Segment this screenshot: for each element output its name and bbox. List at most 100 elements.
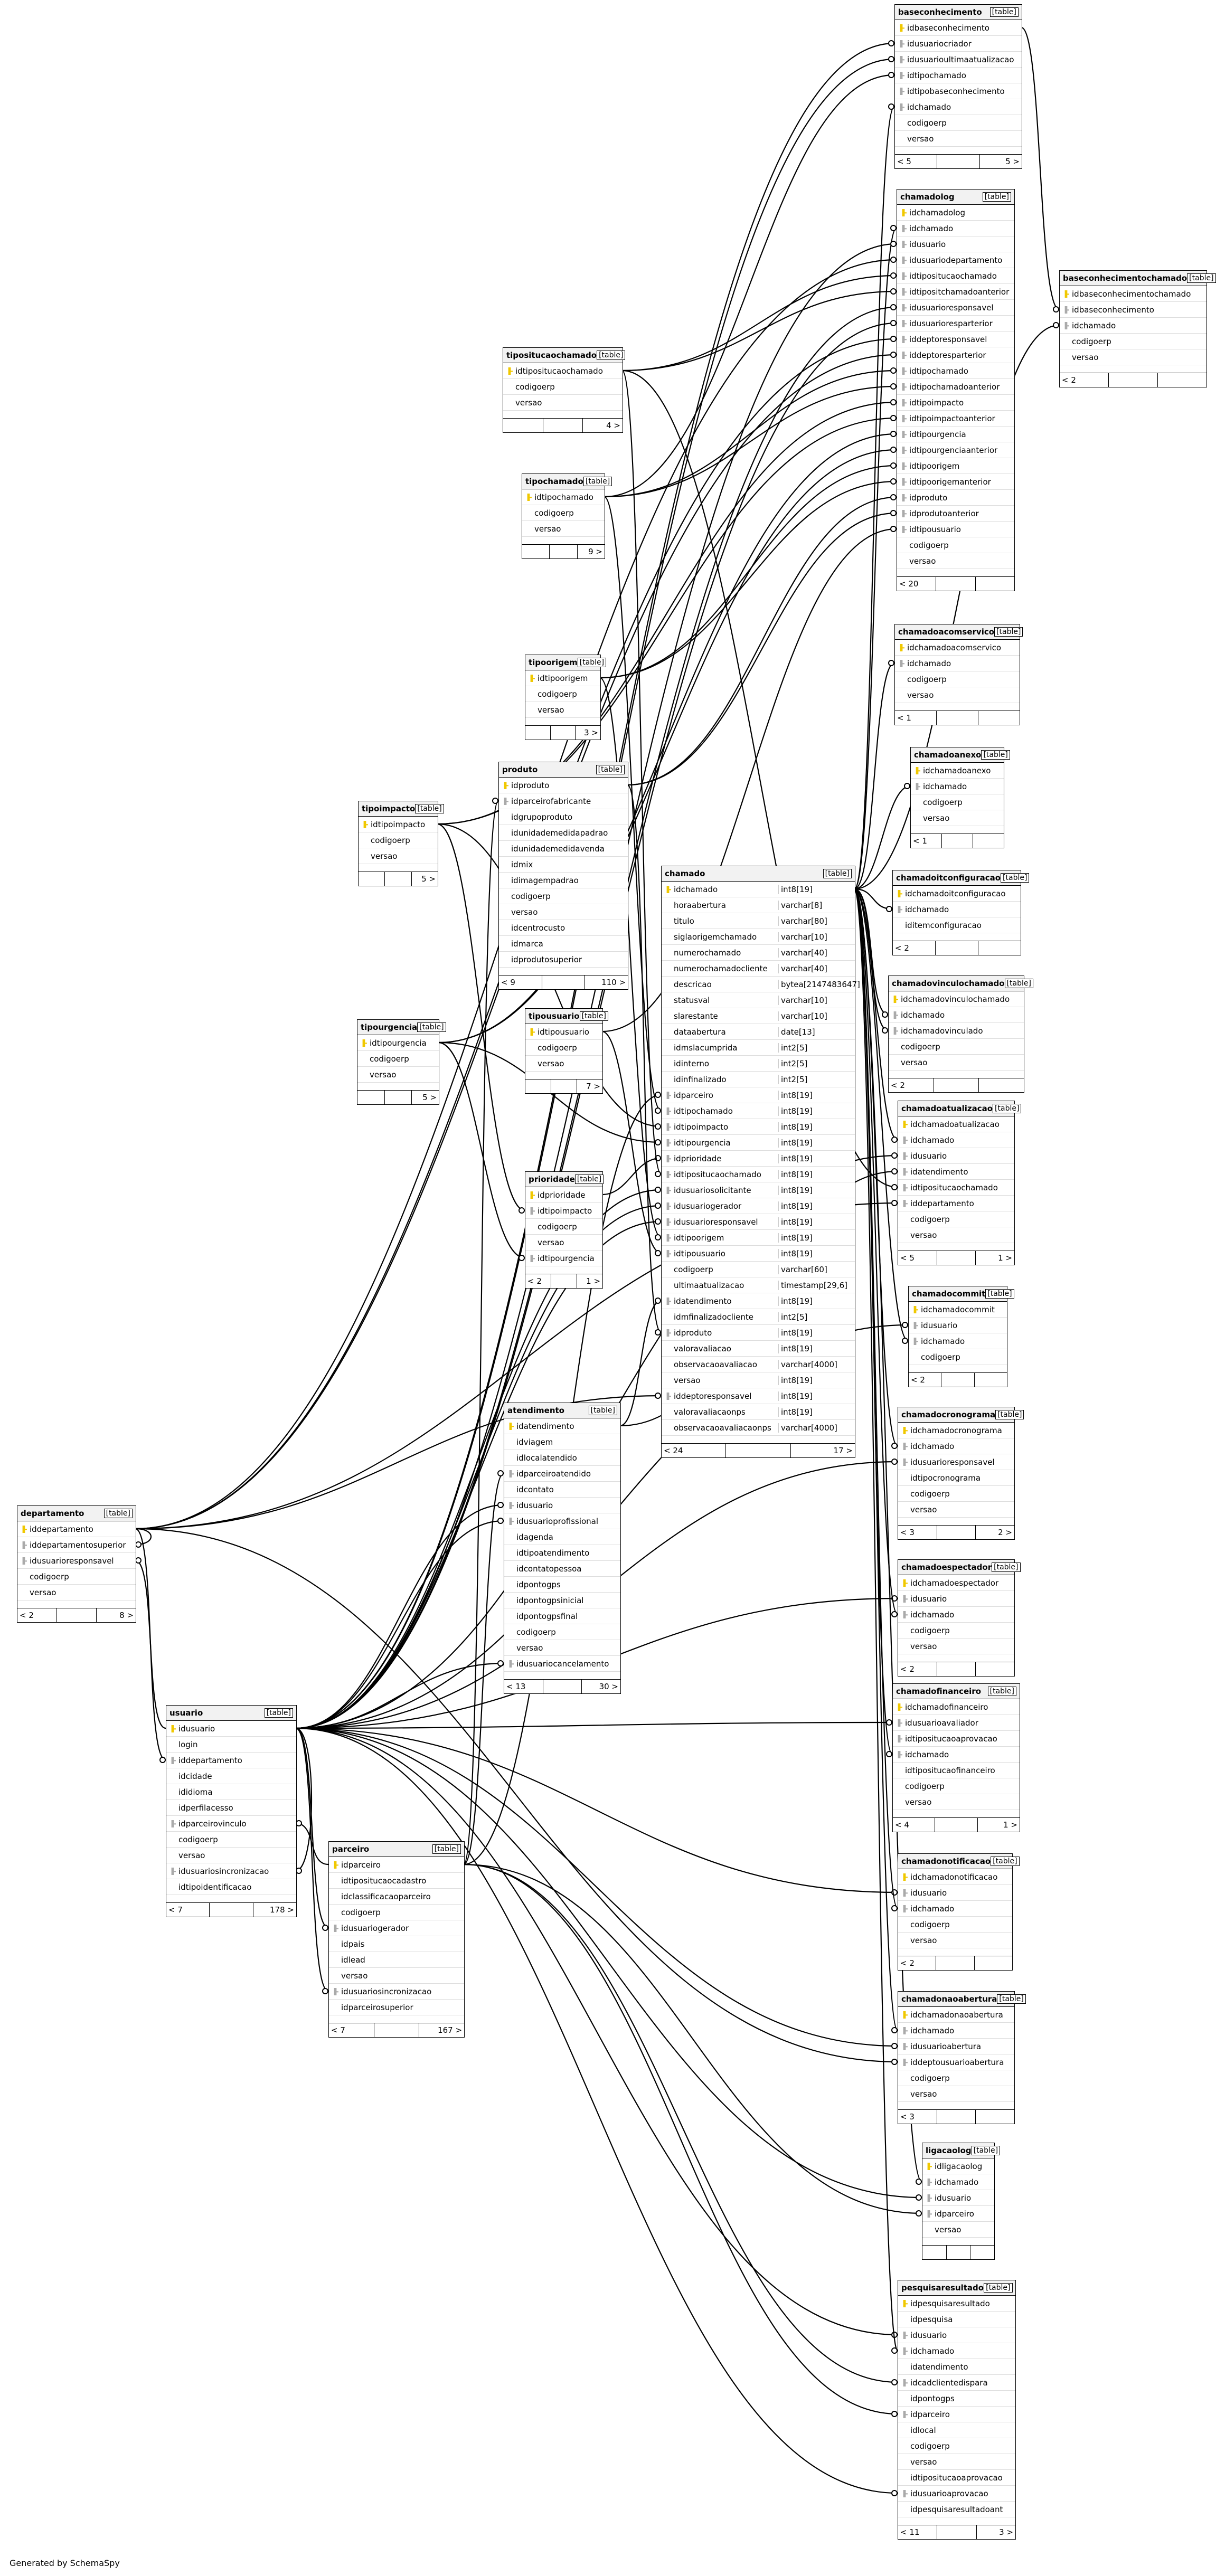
column-row[interactable]: idparceirofabricante bbox=[499, 793, 628, 809]
column-row[interactable]: codigoerp bbox=[898, 1917, 1012, 1933]
column-row[interactable]: idpesquisaresultadoant bbox=[898, 2502, 1015, 2517]
column-row[interactable]: idlocal bbox=[898, 2422, 1015, 2438]
table-tipositucaochamado[interactable]: tipositucaochamado[table]idtipositucaoch… bbox=[503, 347, 626, 433]
column-row[interactable]: idusuario bbox=[166, 1721, 296, 1737]
column-row[interactable]: idparceiroatendido bbox=[504, 1466, 620, 1482]
table-baseconhecimentochamado[interactable]: baseconhecimentochamado[table]idbaseconh… bbox=[1059, 270, 1216, 387]
table-chamadocronograma[interactable]: chamadocronograma[table]idchamadocronogr… bbox=[898, 1407, 1024, 1540]
column-row[interactable]: codigoerp bbox=[166, 1832, 296, 1848]
column-row[interactable]: idtipositucaofinanceiro bbox=[893, 1763, 1020, 1778]
column-row[interactable]: idusuario bbox=[922, 2190, 994, 2206]
column-row[interactable]: idchamadovinculochamado bbox=[889, 991, 1024, 1007]
column-row[interactable]: idchamado bbox=[922, 2174, 994, 2190]
column-row[interactable]: idusuariocriador bbox=[895, 36, 1022, 52]
column-row[interactable]: idchamado bbox=[898, 1607, 1014, 1623]
column-row[interactable]: idchamado bbox=[1060, 318, 1206, 334]
column-row[interactable]: idchamado bbox=[895, 99, 1022, 115]
column-row[interactable]: idchamadoanexo bbox=[911, 763, 1004, 779]
column-row[interactable]: idusuarioultimaatualizacao bbox=[895, 52, 1022, 68]
column-row[interactable]: idunidademedidavenda bbox=[499, 841, 628, 857]
column-row[interactable]: idprodutosuperior bbox=[499, 952, 628, 968]
column-row[interactable]: idatendimento bbox=[898, 1164, 1014, 1180]
column-row[interactable]: idlead bbox=[329, 1952, 464, 1968]
column-row[interactable]: versao bbox=[895, 687, 1020, 703]
column-row[interactable]: idtipoimpacto bbox=[359, 817, 438, 832]
column-row[interactable]: versao bbox=[522, 521, 605, 537]
column-row[interactable]: idchamado bbox=[898, 1901, 1012, 1917]
column-row[interactable]: idtipoimpacto bbox=[525, 1203, 602, 1219]
column-row[interactable]: idpesquisa bbox=[898, 2312, 1015, 2327]
column-row[interactable]: idcentrocusto bbox=[499, 920, 628, 936]
column-row[interactable]: versao bbox=[898, 1639, 1014, 1654]
column-row[interactable]: idtipocronograma bbox=[898, 1470, 1014, 1486]
column-row[interactable]: idchamadovinculado bbox=[889, 1023, 1024, 1039]
column-row[interactable]: versao bbox=[1060, 349, 1206, 365]
column-row[interactable]: idchamadonaoabertura bbox=[898, 2007, 1014, 2023]
column-row[interactable]: codigoerp bbox=[897, 537, 1014, 553]
column-row[interactable]: codigoerp bbox=[1060, 334, 1206, 349]
column-row[interactable]: codigoerp bbox=[499, 888, 628, 904]
column-row[interactable]: login bbox=[166, 1737, 296, 1753]
column-row[interactable]: versao bbox=[898, 1502, 1014, 1518]
column-row[interactable]: idcidade bbox=[166, 1768, 296, 1784]
column-row[interactable]: versao bbox=[898, 2086, 1014, 2102]
column-row[interactable]: iddeptoresponsavel bbox=[897, 332, 1014, 347]
column-row[interactable]: idtipochamadoanterior bbox=[897, 379, 1014, 395]
column-row[interactable]: idbaseconhecimento bbox=[895, 20, 1022, 36]
column-row[interactable]: idchamado bbox=[889, 1007, 1024, 1023]
table-chamadonaoabertura[interactable]: chamadonaoabertura[table]idchamadonaoabe… bbox=[898, 1991, 1026, 2124]
column-row[interactable]: idpontogpsfinal bbox=[504, 1608, 620, 1624]
column-row[interactable]: idtipochamado bbox=[522, 489, 605, 505]
column-row[interactable]: idusuario bbox=[898, 2327, 1015, 2343]
column-row[interactable]: versao bbox=[893, 1794, 1020, 1810]
column-row[interactable]: versao bbox=[895, 131, 1022, 147]
column-row[interactable]: idusuario bbox=[504, 1498, 620, 1513]
column-row[interactable]: codigoerp bbox=[357, 1051, 439, 1067]
column-row[interactable]: codigoerp bbox=[329, 1905, 464, 1920]
column-row[interactable]: idchamado bbox=[911, 779, 1004, 794]
column-row[interactable]: idgrupoproduto bbox=[499, 809, 628, 825]
column-row[interactable]: idprioridade bbox=[525, 1187, 602, 1203]
column-row[interactable]: codigoerp bbox=[911, 794, 1004, 810]
table-chamadoacomservico[interactable]: chamadoacomservico[table]idchamadoacomse… bbox=[894, 624, 1023, 725]
column-row[interactable]: idtipositucaoaprovacao bbox=[893, 1731, 1020, 1747]
column-row[interactable]: idusuarioabertura bbox=[898, 2039, 1014, 2054]
column-row[interactable]: idchamado bbox=[898, 1132, 1014, 1148]
table-pesquisaresultado[interactable]: pesquisaresultado[table]idpesquisaresult… bbox=[898, 2280, 1016, 2540]
column-row[interactable]: idtipoorigem bbox=[897, 458, 1014, 474]
table-chamadonotificacao[interactable]: chamadonotificacao[table]idchamadonotifi… bbox=[898, 1853, 1020, 1971]
column-row[interactable]: codigoerp bbox=[893, 1778, 1020, 1794]
column-row[interactable]: codigoerp bbox=[525, 1040, 602, 1056]
column-row[interactable]: codigoerp bbox=[889, 1039, 1024, 1055]
column-row[interactable]: codigoerp bbox=[898, 1211, 1014, 1227]
column-row[interactable]: versao bbox=[503, 395, 623, 411]
column-row[interactable]: idtipositucaochamado bbox=[898, 1180, 1014, 1196]
column-row[interactable]: idchamado bbox=[897, 221, 1014, 236]
column-row[interactable]: idligacaolog bbox=[922, 2158, 994, 2174]
column-row[interactable]: versao bbox=[898, 1227, 1014, 1243]
table-chamadoitconfiguracao[interactable]: chamadoitconfiguracao[table]idchamadoitc… bbox=[892, 870, 1030, 955]
column-row[interactable]: idusuarioaprovacao bbox=[898, 2486, 1015, 2502]
column-row[interactable]: idpontogpsinicial bbox=[504, 1593, 620, 1608]
column-row[interactable]: idchamadoitconfiguracao bbox=[893, 886, 1021, 902]
column-row[interactable]: idmarca bbox=[499, 936, 628, 952]
column-row[interactable]: idproduto bbox=[499, 778, 628, 793]
